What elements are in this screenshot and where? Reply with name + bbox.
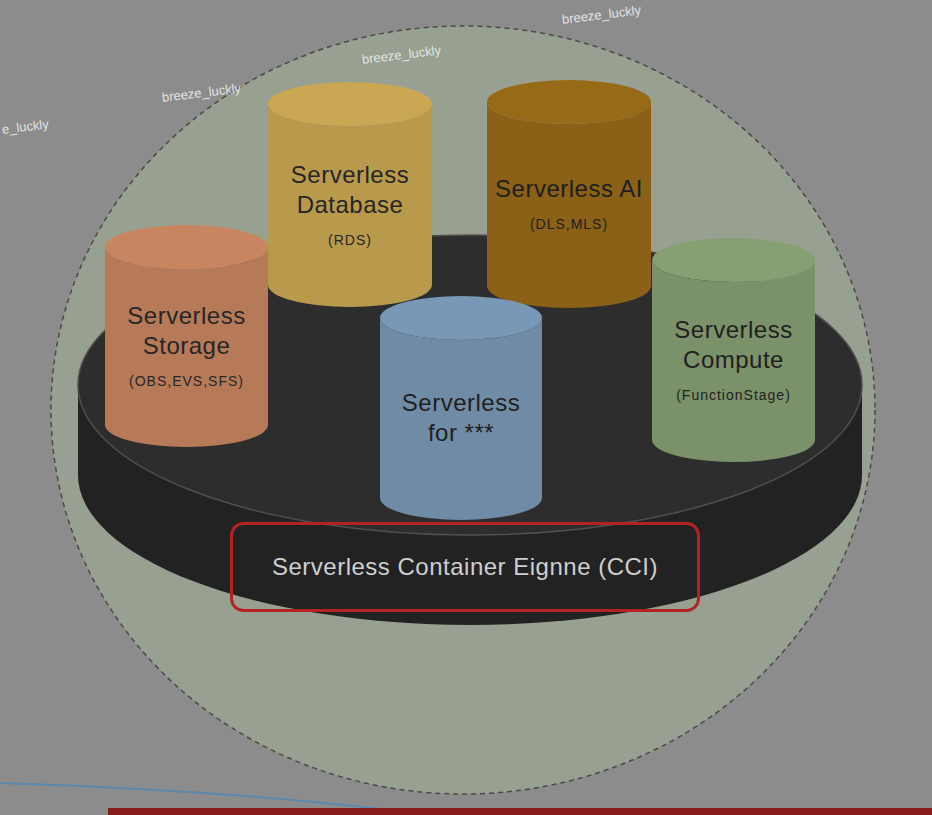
node-title: Serverless Storage bbox=[113, 301, 260, 361]
footer-bar bbox=[108, 808, 932, 815]
cylinder-body bbox=[487, 102, 651, 308]
node-text-area: Serverless AI (DLS,MLS) bbox=[487, 80, 651, 308]
watermark: e_luckly bbox=[1, 116, 49, 137]
node-title: Serverless Compute bbox=[660, 315, 807, 375]
cylinder-top bbox=[268, 82, 432, 126]
node-text-area: Serverless for *** bbox=[380, 296, 542, 520]
node-text-area: Serverless Database (RDS) bbox=[268, 82, 432, 307]
node-title: Serverless Database bbox=[276, 160, 424, 220]
node-subtitle: (FunctionStage) bbox=[676, 385, 791, 405]
cylinder-top bbox=[487, 80, 651, 124]
watermark: breeze_luckly bbox=[561, 2, 642, 27]
cylinder-top bbox=[380, 296, 542, 340]
node-title: Serverless for *** bbox=[388, 388, 534, 448]
platform-top bbox=[78, 235, 862, 535]
cylinder-body bbox=[268, 104, 432, 307]
node-title: Serverless AI bbox=[495, 174, 643, 204]
node-title: Serverless Container Eignne (CCI) bbox=[272, 552, 658, 582]
storage-cylinder: Serverless Storage (OBS,EVS,SFS) bbox=[105, 225, 268, 447]
database-cylinder: Serverless Database (RDS) bbox=[268, 82, 432, 307]
cylinder-body bbox=[105, 247, 268, 447]
ai-cylinder: Serverless AI (DLS,MLS) bbox=[487, 80, 651, 308]
node-text-area: Serverless Storage (OBS,EVS,SFS) bbox=[105, 225, 268, 447]
watermark: breeze_luckly bbox=[361, 42, 442, 67]
node-subtitle: (OBS,EVS,SFS) bbox=[129, 371, 244, 391]
compute-cylinder: Serverless Compute (FunctionStage) bbox=[652, 238, 815, 462]
highlight-frame bbox=[232, 524, 699, 611]
engine-box: Serverless Container Eignne (CCI) bbox=[230, 522, 700, 612]
cylinder-top bbox=[105, 225, 268, 269]
ecosystem-circle bbox=[51, 26, 875, 794]
node-subtitle: (RDS) bbox=[328, 230, 372, 250]
cylinder-top bbox=[652, 238, 815, 282]
node-subtitle: (DLS,MLS) bbox=[530, 214, 608, 234]
cylinder-body bbox=[652, 260, 815, 462]
decor-line bbox=[0, 783, 390, 810]
node-text-area: Serverless Container Eignne (CCI) bbox=[230, 522, 700, 612]
node-text-area: Serverless Compute (FunctionStage) bbox=[652, 238, 815, 462]
cylinder-body bbox=[380, 318, 542, 520]
watermark: breeze_luckly bbox=[161, 80, 242, 105]
generic-cylinder: Serverless for *** bbox=[380, 296, 542, 520]
